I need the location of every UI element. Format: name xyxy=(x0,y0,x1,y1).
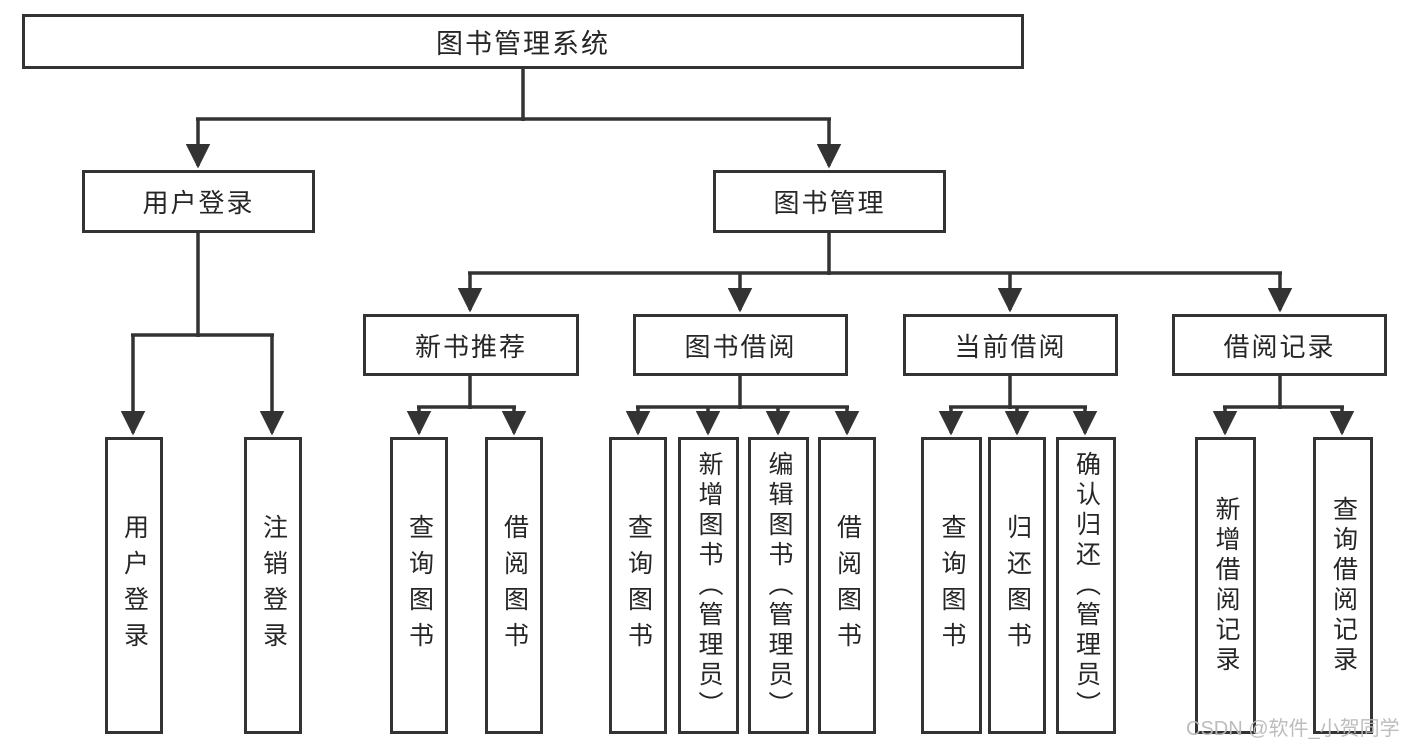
watermark: CSDN @软件_小贺同学 xyxy=(1186,718,1400,740)
node-book-management: 图书管理 xyxy=(713,170,946,233)
leaf-query-books-borrow: 查询图书 xyxy=(609,437,667,734)
node-current-borrow: 当前借阅 xyxy=(903,314,1118,376)
leaf-logout: 注销登录 xyxy=(244,437,302,734)
leaf-label: 查询图书 xyxy=(624,513,653,658)
leaf-label: 用户登录 xyxy=(120,513,149,658)
leaf-label: 确认归还（管理员） xyxy=(1072,450,1101,721)
leaf-query-books-current: 查询图书 xyxy=(921,437,982,734)
leaf-label: 注销登录 xyxy=(259,513,288,658)
leaf-edit-book-admin: 编辑图书（管理员） xyxy=(748,437,809,734)
leaf-query-books-recommend: 查询图书 xyxy=(390,437,448,734)
leaf-label: 查询图书 xyxy=(405,513,434,658)
leaf-query-borrow-record: 查询借阅记录 xyxy=(1313,437,1373,734)
leaf-confirm-return-admin: 确认归还（管理员） xyxy=(1056,437,1116,734)
leaf-return-books: 归还图书 xyxy=(988,437,1046,734)
leaf-label: 借阅图书 xyxy=(500,513,529,658)
node-user-login: 用户登录 xyxy=(82,170,315,233)
leaf-borrow-books-recommend: 借阅图书 xyxy=(485,437,543,734)
leaf-borrow-books: 借阅图书 xyxy=(818,437,876,734)
leaf-label: 新增图书（管理员） xyxy=(695,450,723,721)
leaf-user-login: 用户登录 xyxy=(105,437,163,734)
leaf-add-borrow-record: 新增借阅记录 xyxy=(1195,437,1256,734)
leaf-label: 借阅图书 xyxy=(833,513,862,658)
node-library-system: 图书管理系统 xyxy=(22,14,1024,69)
leaf-label: 编辑图书（管理员） xyxy=(765,450,793,721)
node-new-book-recommend: 新书推荐 xyxy=(363,314,579,376)
node-borrow-records: 借阅记录 xyxy=(1172,314,1387,376)
leaf-add-book-admin: 新增图书（管理员） xyxy=(678,437,739,734)
leaf-label: 归还图书 xyxy=(1003,513,1032,658)
leaf-label: 查询图书 xyxy=(938,513,966,658)
leaf-label: 查询借阅记录 xyxy=(1329,495,1358,676)
leaf-label: 新增借阅记录 xyxy=(1212,495,1240,676)
node-book-borrow: 图书借阅 xyxy=(633,314,848,376)
